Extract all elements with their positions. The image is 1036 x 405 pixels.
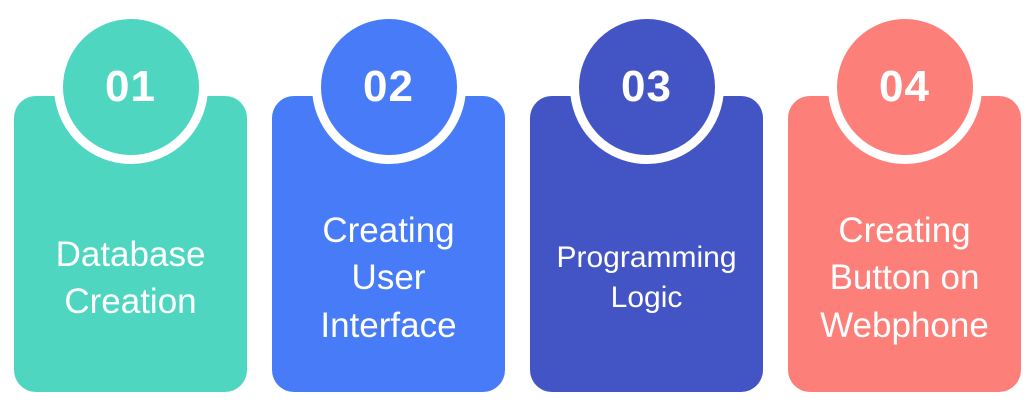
step-title-area-3: Programming Logic xyxy=(530,164,763,392)
step-card-1: 01 Database Creation xyxy=(14,10,247,392)
step-number-4: 04 xyxy=(879,62,930,111)
step-number-3: 03 xyxy=(621,62,672,111)
step-number-circle-1: 01 xyxy=(53,10,208,164)
step-title-area-1: Database Creation xyxy=(14,164,247,392)
step-card-2: 02 Creating User Interface xyxy=(272,10,505,392)
step-card-4: 04 Creating Button on Webphone xyxy=(788,10,1021,392)
step-number-circle-4: 04 xyxy=(827,10,982,164)
step-title-2: Creating User Interface xyxy=(320,211,457,345)
step-number-circle-2: 02 xyxy=(311,10,466,164)
step-title-4: Creating Button on Webphone xyxy=(820,211,989,345)
step-title-area-2: Creating User Interface xyxy=(272,164,505,392)
step-title-1: Database Creation xyxy=(55,234,206,321)
step-card-3: 03 Programming Logic xyxy=(530,10,763,392)
step-number-circle-3: 03 xyxy=(569,10,724,164)
step-title-area-4: Creating Button on Webphone xyxy=(788,164,1021,392)
step-title-3: Programming Logic xyxy=(556,240,737,315)
step-number-1: 01 xyxy=(105,62,156,111)
step-number-2: 02 xyxy=(363,62,414,111)
